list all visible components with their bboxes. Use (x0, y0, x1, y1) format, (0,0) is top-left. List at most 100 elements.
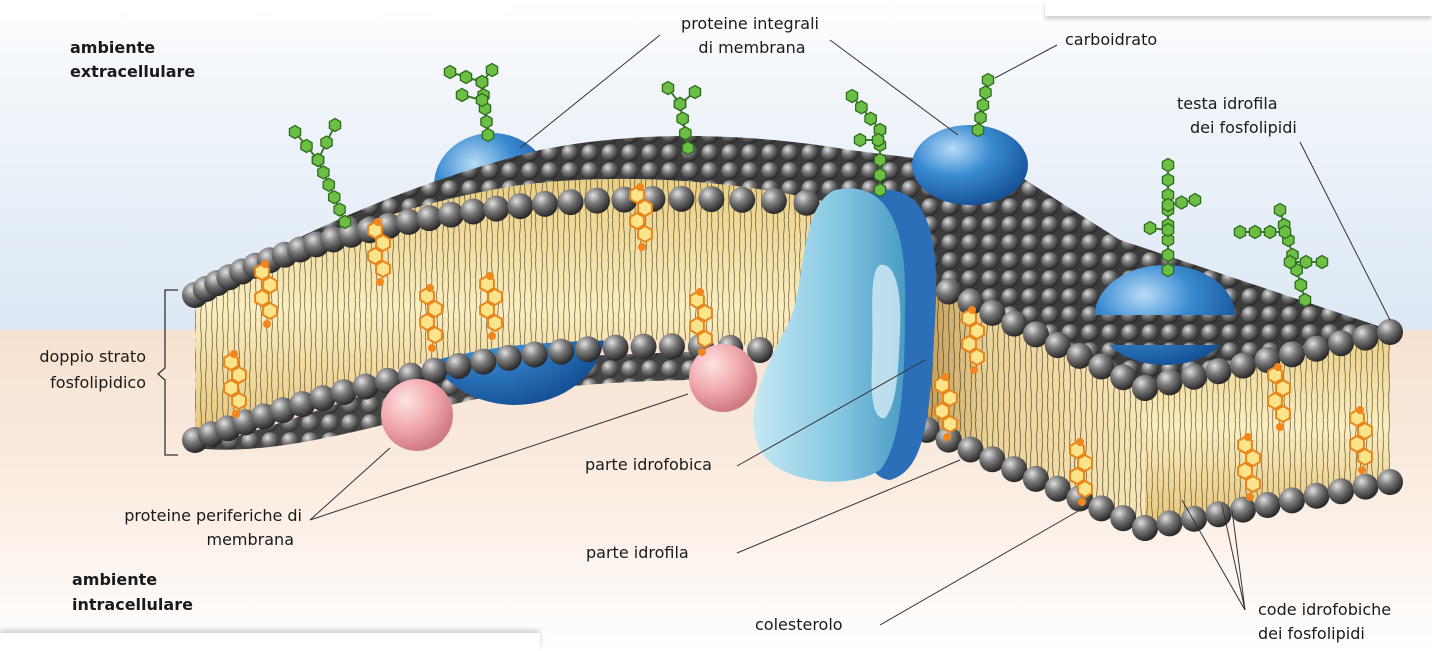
phospholipid-head (1206, 501, 1232, 527)
cholesterol-ring (263, 277, 277, 293)
hydrophilic-head-label-1: testa idrofila (1177, 94, 1278, 115)
carbohydrate-sugar (329, 191, 340, 204)
cholesterol-ring (970, 349, 984, 365)
carbohydrate-sugar (977, 99, 988, 112)
cholesterol-head (486, 272, 494, 280)
phospholipid-head (1181, 364, 1207, 390)
cholesterol-head (943, 433, 951, 441)
cholesterol-ring (1350, 436, 1364, 452)
phospholipid-head (1377, 319, 1403, 345)
carbohydrate-sugar (1249, 226, 1260, 239)
carbohydrate-sugar (972, 124, 983, 137)
bilayer-bracket (158, 290, 178, 455)
carbohydrate-sugar (312, 154, 323, 167)
cholesterol-head (1358, 466, 1366, 474)
cholesterol-ring (224, 380, 238, 396)
integral-proteins-label-1: proteine integrali (660, 14, 840, 35)
cholesterol-ring (638, 200, 652, 216)
cholesterol-ring (480, 302, 494, 318)
phospholipid-head (483, 196, 509, 222)
cholesterol-head (636, 183, 644, 191)
hydrophilic-head-label-2: dei fosfolipidi (1190, 118, 1297, 139)
carbohydrate-sugar (1189, 194, 1200, 207)
carbohydrate-sugar (680, 127, 691, 140)
carbohydrate-sugar (1295, 279, 1306, 292)
bilayer-label-2: fosfolipidico (0, 373, 146, 394)
cholesterol-head (1276, 423, 1284, 431)
phospholipid-head (1230, 353, 1256, 379)
phospholipid-head (1304, 483, 1330, 509)
cholesterol-ring (1078, 455, 1092, 471)
phospholipid-head (1132, 375, 1158, 401)
cholesterol-ring (232, 367, 246, 383)
cholesterol-head (376, 278, 384, 286)
peripheral-proteins-label-2: membrana (0, 530, 294, 551)
carbohydrate-sugar (476, 94, 487, 107)
phospholipid-head (584, 188, 610, 214)
phospholipid-head (532, 191, 558, 217)
integral-proteins-label-2: di membrana (672, 38, 832, 59)
carbohydrate-sugar (1316, 256, 1327, 269)
cholesterol-ring (232, 393, 246, 409)
cholesterol-ring (1358, 423, 1372, 439)
cholesterol-head (638, 243, 646, 251)
carbohydrate-sugar (1162, 264, 1173, 277)
hydrophobic-part-label: parte idrofobica (585, 455, 712, 476)
cholesterol-ring (1276, 406, 1290, 422)
cholesterol-ring (698, 331, 712, 347)
cholesterol-head (968, 306, 976, 314)
carbohydrate-sugar (460, 71, 471, 84)
phospholipid-head (522, 341, 548, 367)
carbohydrate-sugar (682, 142, 693, 155)
cholesterol-ring (368, 248, 382, 264)
carbohydrate-sugar (301, 140, 312, 153)
cholesterol-ring (943, 390, 957, 406)
phospholipid-head (1230, 497, 1256, 523)
carbohydrate-sugar (486, 64, 497, 77)
cholesterol-head (230, 350, 238, 358)
phospholipid-head (460, 198, 486, 224)
extracellular-label-2: extracellulare (70, 62, 195, 83)
phospholipid-head (603, 335, 629, 361)
carbohydrate-sugar (1162, 249, 1173, 262)
cholesterol-head (696, 288, 704, 296)
cholesterol-ring (1070, 468, 1084, 484)
carbohydrate-sugar (854, 134, 865, 147)
cholesterol-ring (1246, 476, 1260, 492)
phospholipid-head (446, 353, 472, 379)
cholesterol-head (261, 260, 269, 268)
phospholipid-head (659, 333, 685, 359)
phospholipid-head (630, 334, 656, 360)
cholesterol-head (488, 332, 496, 340)
phospholipid-head (1157, 510, 1183, 536)
cholesterol-ring (962, 336, 976, 352)
carbohydrate-sugar (846, 90, 857, 103)
cholesterol-head (1244, 433, 1252, 441)
cholesterol-head (1246, 493, 1254, 501)
intracellular-label-1: ambiente (72, 570, 157, 591)
phospholipid-head (761, 188, 787, 214)
carbohydrate-sugar (481, 115, 492, 128)
carbohydrate-sugar (1234, 226, 1245, 239)
carbohydrate-sugar (1274, 204, 1285, 217)
phospholipid-head (507, 193, 533, 219)
carbohydrate-sugar (334, 203, 345, 216)
carbohydrate-sugar (289, 126, 300, 139)
carbohydrate-sugar (677, 112, 688, 125)
cholesterol-ring (1276, 380, 1290, 396)
cholesterol-head (428, 344, 436, 352)
cholesterol-head (232, 410, 240, 418)
cholesterol-head (374, 218, 382, 226)
cholesterol-ring (488, 289, 502, 305)
carbohydrate-sugar (1264, 226, 1275, 239)
cholesterol-ring (428, 301, 442, 317)
cholesterol-ring (376, 235, 390, 251)
carbohydrate-sugar (980, 86, 991, 99)
carbohydrate-label: carboidrato (1065, 30, 1157, 51)
carbohydrate-sugar (982, 74, 993, 87)
phospholipid-head (1157, 369, 1183, 395)
carbohydrate-sugar (975, 111, 986, 124)
phospholipid-head (496, 345, 522, 371)
carbohydrate-sugar (874, 184, 885, 197)
carbohydrate-sugar (318, 166, 329, 179)
